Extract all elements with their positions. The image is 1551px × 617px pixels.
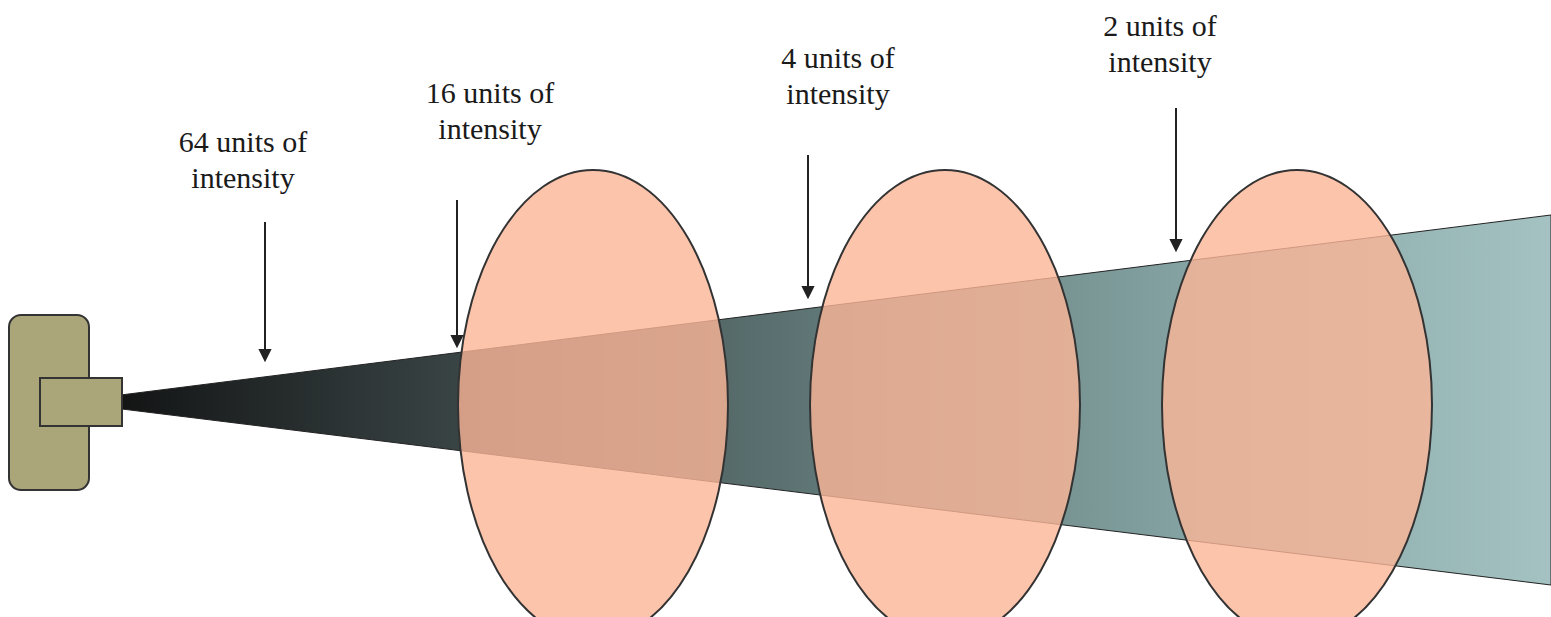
- leader-line: [1175, 108, 1177, 240]
- arrowhead: [803, 287, 813, 297]
- leader-line: [807, 155, 809, 287]
- leader-line: [456, 200, 458, 336]
- arrowhead: [260, 350, 270, 360]
- arrowhead: [452, 336, 462, 346]
- intensity-label: 2 units of intensity: [1074, 8, 1246, 80]
- intensity-label: 4 units of intensity: [752, 40, 924, 112]
- source-tube: [40, 378, 122, 426]
- area-plane: [458, 170, 728, 617]
- intensity-label: 64 units of intensity: [157, 124, 329, 196]
- intensity-label: 16 units of intensity: [404, 75, 576, 147]
- area-plane: [810, 170, 1080, 617]
- area-plane: [1162, 170, 1432, 617]
- leader-line: [264, 222, 266, 350]
- arrowhead: [1171, 240, 1181, 250]
